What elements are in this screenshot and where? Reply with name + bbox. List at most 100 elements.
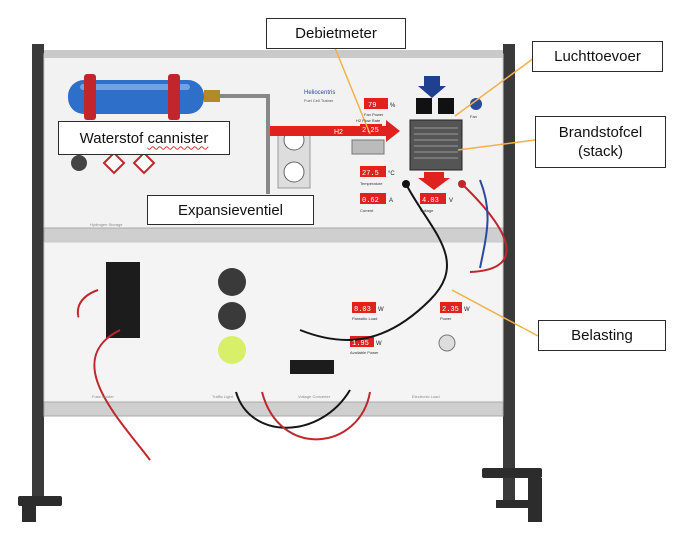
leader-debietmeter — [334, 47, 371, 135]
traffic-light-2 — [218, 302, 246, 330]
right-post — [503, 44, 515, 506]
parasitic-value: 8.03 — [354, 306, 371, 314]
power-label: Power — [440, 316, 452, 321]
flow-label: H2 Flow Rate — [356, 118, 381, 123]
voltage-converter-label: Voltage Converter — [298, 394, 331, 399]
flow-arrow-body — [270, 126, 386, 136]
power-unit: W — [464, 307, 470, 313]
electronic-load-label: Electronic Load — [412, 394, 440, 399]
available-label: Available Power — [350, 350, 379, 355]
hazard-icon-3 — [132, 151, 156, 175]
fuse-holder-label: Fuse Holder — [92, 394, 114, 399]
callout-luchttoevoer-text: Luchttoevoer — [554, 48, 641, 65]
hazard-icon-2 — [102, 151, 126, 175]
h2-pipe — [220, 94, 270, 98]
leader-luchttoevoer — [454, 57, 535, 117]
callout-expansieventiel-text: Expansieventiel — [177, 201, 284, 219]
temperature-label: Temperature — [360, 181, 383, 186]
fan-power-label: Fan Power — [364, 112, 384, 117]
brand-text: Heliocentris — [304, 90, 335, 96]
callout-waterstof-prefix: Waterstof — [79, 129, 148, 147]
right-foot — [482, 468, 542, 478]
available-unit: W — [376, 341, 382, 347]
voltage-unit: V — [449, 198, 453, 204]
traffic-light-label: Traffic Light — [212, 394, 234, 399]
cable-red-3 — [261, 391, 371, 441]
fan-power-display — [364, 98, 388, 109]
bottle-strap-right — [168, 74, 180, 120]
fuse-holder — [106, 262, 140, 338]
cable-blue-1 — [479, 179, 489, 269]
load-knob — [438, 334, 456, 352]
flow-arrow-head — [386, 120, 400, 142]
hazard-icon-1 — [71, 155, 87, 171]
parasitic-unit: W — [378, 307, 384, 313]
available-value: 1.95 — [352, 340, 369, 348]
traffic-light-1 — [218, 268, 246, 296]
left-post — [32, 44, 44, 506]
stack-fins — [414, 127, 458, 159]
fan-label: Fan — [470, 114, 477, 119]
hydrogen-storage-label: Hydrogen Storage — [90, 222, 123, 227]
voltage-label: Voltage — [420, 208, 434, 213]
top-rail — [44, 50, 503, 58]
available-display — [350, 336, 374, 347]
callout-luchttoevoer: Luchttoevoer — [532, 41, 663, 72]
fan-power-unit: % — [390, 103, 396, 109]
bottom-rail — [43, 401, 504, 417]
voltage-display — [420, 193, 446, 204]
cable-black-2 — [235, 389, 351, 429]
h2-text: H2 — [334, 129, 343, 136]
pressure-gauge-2 — [283, 161, 305, 183]
fan-block-left — [416, 98, 432, 114]
fan-button — [470, 98, 482, 110]
bottle-valve — [204, 90, 220, 102]
cable-red-2 — [93, 329, 151, 461]
callout-waterstof: Waterstof cannister — [58, 121, 230, 155]
parasitic-label: Parasitic Load — [352, 316, 377, 321]
voltage-converter — [290, 360, 334, 374]
fan-power-value: 79 — [368, 102, 376, 110]
temperature-unit: °C — [388, 171, 395, 177]
subtitle-text: Fuel Cell Trainer — [304, 98, 334, 103]
current-display — [360, 193, 386, 204]
power-value: 2.35 — [442, 306, 459, 314]
callout-belasting-text: Belasting — [571, 327, 633, 344]
voltage-value: 4.03 — [422, 197, 439, 205]
bottle-strap-left — [84, 74, 96, 120]
cable-red-4 — [76, 289, 99, 318]
callout-brandstofcel-line1: Brandstofcel — [558, 124, 643, 141]
current-unit: A — [389, 198, 393, 204]
callout-debietmeter-text: Debietmeter — [295, 25, 377, 42]
current-value: 0.62 — [362, 197, 379, 205]
callout-waterstof-word: cannister — [147, 129, 209, 147]
temperature-display — [360, 166, 386, 177]
cable-red-1 — [461, 183, 508, 273]
stack-red-arrow — [418, 172, 450, 190]
traffic-light-3 — [218, 336, 246, 364]
flow-value: 2.25 — [362, 127, 379, 135]
callout-expansieventiel: Expansieventiel — [147, 195, 314, 225]
temperature-value: 27.5 — [362, 170, 379, 178]
callout-belasting: Belasting — [538, 320, 666, 351]
air-arrow — [418, 76, 446, 98]
bottle-highlight — [80, 84, 190, 90]
leader-brandstofcel — [457, 139, 536, 151]
flow-display — [360, 124, 382, 133]
left-foot-tip — [22, 506, 36, 522]
right-foot-brace — [496, 500, 536, 508]
flow-meter — [351, 139, 385, 155]
callout-brandstofcel-line2: (stack) — [578, 143, 623, 160]
current-label: Current — [360, 208, 374, 213]
power-display — [440, 302, 462, 313]
leader-belasting — [451, 289, 539, 337]
callout-debietmeter: Debietmeter — [266, 18, 406, 49]
cable-black-1 — [299, 183, 448, 341]
callout-brandstofcel: Brandstofcel (stack) — [535, 116, 666, 168]
parasitic-display — [352, 302, 376, 313]
h2-pipe-down — [266, 94, 270, 194]
left-foot — [18, 496, 62, 506]
fan-block-right — [438, 98, 454, 114]
